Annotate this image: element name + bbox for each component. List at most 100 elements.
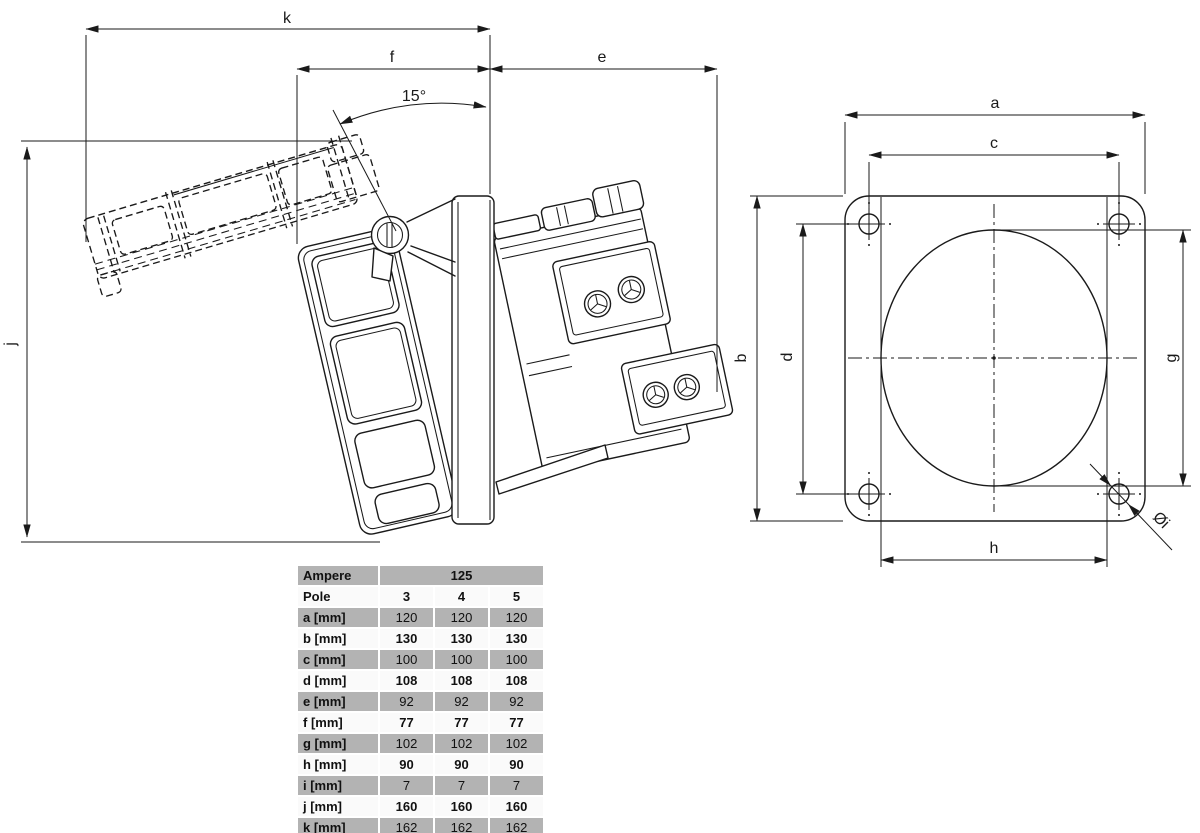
dim-a: a [844, 95, 1146, 194]
dimension-label-cell: Pole [298, 587, 378, 606]
terminal-screw [617, 275, 645, 304]
flange-outline [844, 195, 1146, 522]
dimension-value-cell: 5 [490, 587, 543, 606]
dimension-value-cell: 7 [380, 776, 433, 795]
dim-hole-diameter: Øi [1089, 463, 1173, 551]
dim-c: c [868, 135, 1120, 212]
dimension-label-cell: Ampere [298, 566, 378, 585]
dimension-value-cell: 90 [490, 755, 543, 774]
dimension-value-cell: 108 [380, 671, 433, 690]
dim-label-j: j [2, 342, 19, 347]
dimension-value-cell: 102 [380, 734, 433, 753]
centerlines [848, 204, 1140, 512]
dimension-value-cell: 77 [435, 713, 488, 732]
flange-rear-view-drawing: a c b d g h [733, 95, 1191, 567]
dimension-value-cell: 7 [490, 776, 543, 795]
dimension-value-cell: 162 [435, 818, 488, 833]
dim-label-g: g [1163, 354, 1180, 363]
dimension-value-cell: 102 [490, 734, 543, 753]
dimension-value-cell: 90 [380, 755, 433, 774]
dim-j: j [2, 140, 380, 543]
dimension-value-cell: 130 [490, 629, 543, 648]
dimension-label-cell: c [mm] [298, 650, 378, 669]
rear-enclosure [492, 180, 734, 473]
dim-k: k [85, 10, 491, 242]
dim-b: b [733, 195, 843, 522]
side-view-drawing: k f e 15° j [2, 10, 734, 543]
dim-d: d [779, 223, 859, 495]
dimension-value-cell: 102 [435, 734, 488, 753]
dimension-value-cell: 160 [380, 797, 433, 816]
dimension-value-cell: 77 [490, 713, 543, 732]
dim-h: h [880, 540, 1108, 564]
dimension-value-cell: 130 [380, 629, 433, 648]
dimension-value-cell: 100 [435, 650, 488, 669]
dimension-value-cell: 130 [435, 629, 488, 648]
dimension-label-cell: j [mm] [298, 797, 378, 816]
dimension-label-cell: k [mm] [298, 818, 378, 833]
dimension-label-cell: d [mm] [298, 671, 378, 690]
dimension-value-cell: 125 [380, 566, 543, 585]
dimension-value-cell: 160 [435, 797, 488, 816]
dim-label-e: e [598, 49, 607, 66]
dim-angle-15: 15° [332, 88, 487, 232]
dimension-value-cell: 90 [435, 755, 488, 774]
flange-side-view [451, 195, 495, 525]
enclosure-bottom-wedge [495, 444, 609, 495]
dim-label-a: a [991, 95, 1000, 112]
dimension-value-cell: 108 [490, 671, 543, 690]
terminal-screw [673, 373, 701, 401]
dimension-label-cell: f [mm] [298, 713, 378, 732]
mounting-hole [1097, 202, 1141, 246]
dim-label-b: b [733, 353, 750, 362]
dimension-label-cell: e [mm] [298, 692, 378, 711]
dimension-label-cell: i [mm] [298, 776, 378, 795]
dimension-label-cell: a [mm] [298, 608, 378, 627]
dimension-value-cell: 162 [380, 818, 433, 833]
dimension-label-cell: h [mm] [298, 755, 378, 774]
socket-body [297, 228, 459, 535]
dimension-value-cell: 92 [435, 692, 488, 711]
dim-label-d: d [779, 353, 796, 362]
terminal-screw [583, 290, 612, 318]
dimension-value-cell: 92 [380, 692, 433, 711]
dim-label-h: h [990, 540, 999, 557]
dim-label-angle: 15° [402, 88, 426, 105]
drawing-svg: k f e 15° j [2, 10, 1191, 567]
dim-label-hole-diameter: Øi [1149, 509, 1172, 532]
dimension-value-cell: 100 [380, 650, 433, 669]
dimension-value-cell: 100 [490, 650, 543, 669]
dimension-value-cell: 3 [380, 587, 433, 606]
dimension-value-cell: 92 [490, 692, 543, 711]
dim-label-f: f [390, 49, 395, 66]
dimension-value-cell: 120 [435, 608, 488, 627]
dimension-label-cell: b [mm] [298, 629, 378, 648]
terminal-screw [642, 381, 669, 408]
dim-label-c: c [990, 135, 998, 152]
dimension-value-cell: 7 [435, 776, 488, 795]
dim-e: e [489, 49, 718, 392]
dimension-value-cell: 120 [380, 608, 433, 627]
dimension-value-cell: 160 [490, 797, 543, 816]
dimension-value-cell: 108 [435, 671, 488, 690]
dimension-value-cell: 120 [490, 608, 543, 627]
dim-f: f [296, 49, 491, 244]
dimension-label-cell: g [mm] [298, 734, 378, 753]
socket-lid-open-dashed [82, 134, 380, 297]
